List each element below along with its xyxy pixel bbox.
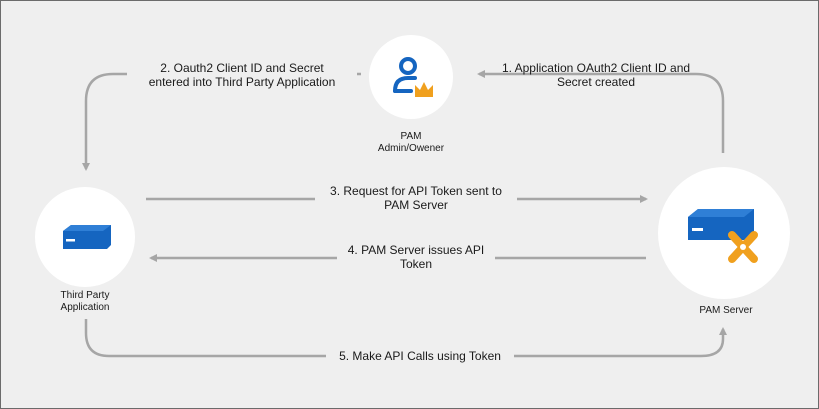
node-server bbox=[658, 167, 790, 299]
step-2-line2: entered into Third Party Application bbox=[148, 75, 336, 89]
owner-label-line2: Admin/Owener bbox=[377, 143, 445, 154]
step-1-line1: 1. Application OAuth2 Client ID and bbox=[501, 61, 691, 75]
step-3-line1: 3. Request for API Token sent to bbox=[330, 184, 502, 198]
admin-crown-icon bbox=[393, 57, 433, 97]
step-3-label: 3. Request for API Token sent to PAM Ser… bbox=[315, 184, 517, 212]
node-third-party bbox=[35, 187, 135, 287]
third-party-label-line1: Third Party bbox=[60, 290, 110, 301]
third-party-label-line2: Application bbox=[60, 302, 110, 313]
server-box-icon bbox=[63, 225, 111, 249]
step-5-line1: 5. Make API Calls using Token bbox=[339, 349, 501, 363]
step-1-label: 1. Application OAuth2 Client ID and Secr… bbox=[496, 61, 696, 89]
owner-label-line1: PAM bbox=[400, 131, 422, 142]
step-4-line1: 4. PAM Server issues API bbox=[347, 243, 485, 257]
node-owner bbox=[369, 35, 453, 119]
step-1-line2: Secret created bbox=[556, 75, 636, 89]
node-third-party-label: Third Party Application bbox=[35, 290, 135, 314]
server-label-line1: PAM Server bbox=[699, 305, 753, 316]
server-box-x-icon bbox=[688, 209, 758, 263]
node-owner-label: PAM Admin/Owener bbox=[371, 131, 451, 155]
arrow-step-2 bbox=[82, 72, 361, 171]
step-5-label: 5. Make API Calls using Token bbox=[326, 349, 514, 363]
step-3-line2: PAM Server bbox=[384, 198, 448, 212]
node-server-label: PAM Server bbox=[676, 305, 776, 317]
step-4-label: 4. PAM Server issues API Token bbox=[337, 243, 495, 271]
step-4-line2: Token bbox=[399, 257, 433, 271]
step-2-label: 2. Oauth2 Client ID and Secret entered i… bbox=[127, 61, 357, 89]
step-2-line1: 2. Oauth2 Client ID and Secret bbox=[160, 61, 324, 75]
arrow-step-1 bbox=[477, 70, 725, 153]
